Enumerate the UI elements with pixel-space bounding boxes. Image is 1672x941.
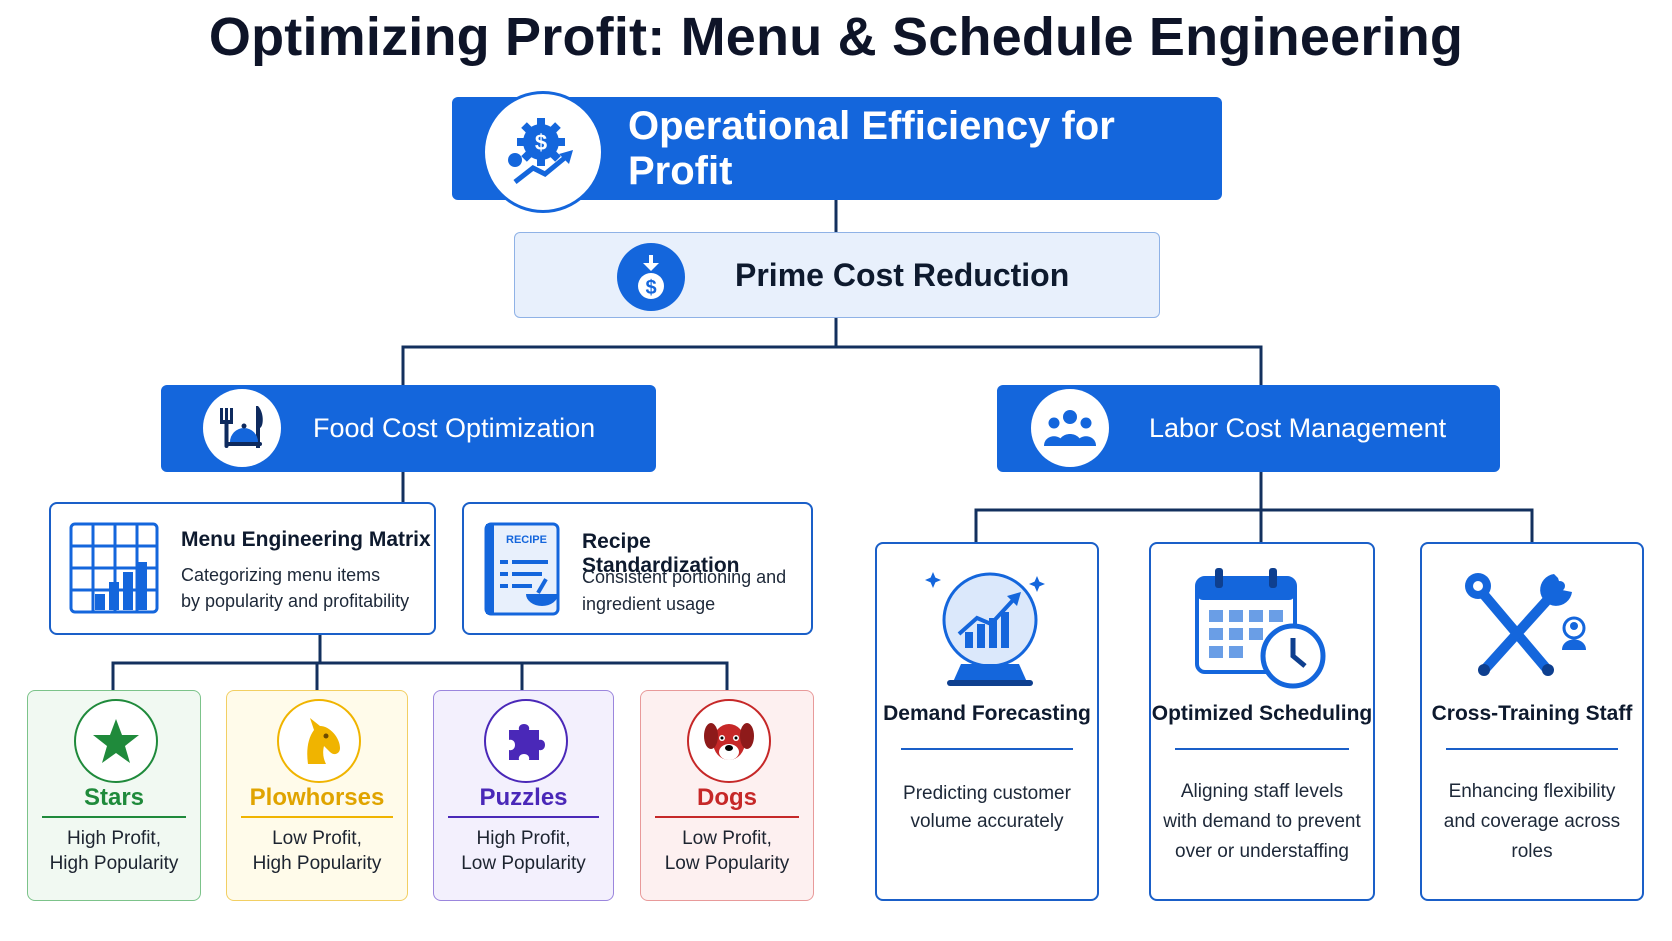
cross-training-staff-line2: and coverage across <box>1443 811 1621 832</box>
recipe-standardization-desc-line1: Consistent portioning and <box>582 567 787 587</box>
quadrant-dogs-desc: Low Profit, Low Popularity <box>641 826 813 876</box>
food-cost-node: Food Cost Optimization <box>161 385 656 472</box>
quadrant-stars-name: Stars <box>83 784 145 811</box>
optimized-scheduling-line1: Aligning staff levels <box>1180 781 1344 802</box>
dollar-bag-down-icon: $ <box>617 243 685 311</box>
quadrant-puzzles-name: Puzzles <box>479 784 568 811</box>
optimized-scheduling-title: Optimized Scheduling <box>1151 702 1373 725</box>
quadrant-plowhorses-card: Plowhorses Low Profit, High Popularity <box>226 690 408 901</box>
optimized-scheduling-line3: over or understaffing <box>1175 841 1349 862</box>
quadrant-puzzles-line2: Low Popularity <box>461 853 586 874</box>
quadrant-dogs-card: Dogs Low Profit, Low Popularity <box>640 690 814 901</box>
quadrant-stars-line1: High Profit, <box>67 828 161 849</box>
demand-forecasting-line2: volume accurately <box>910 811 1064 832</box>
cross-training-staff-title: Cross-Training Staff <box>1431 702 1633 725</box>
team-people-icon <box>1031 389 1109 467</box>
labor-cost-node: Labor Cost Management <box>997 385 1500 472</box>
quadrant-puzzles-desc: High Profit, Low Popularity <box>434 826 613 876</box>
matrix-chart-icon <box>69 522 161 621</box>
menu-engineering-matrix-desc-line1: Categorizing menu items <box>181 565 381 585</box>
menu-engineering-matrix-desc-line2: by popularity and profitability <box>181 591 410 611</box>
quadrant-puzzles-line1: High Profit, <box>476 828 571 849</box>
cross-training-staff-line3: roles <box>1511 841 1553 862</box>
crystal-ball-chart-icon <box>925 568 1055 693</box>
recipe-standardization-card: RECIPE Recipe Standardization Consistent… <box>462 502 813 635</box>
optimized-scheduling-card: Optimized Scheduling Aligning staff leve… <box>1149 542 1375 901</box>
quadrant-plowhorses-name: Plowhorses <box>249 784 385 811</box>
root-label: Operational Efficiency for Profit <box>628 103 1115 193</box>
page-title: Optimizing Profit: Menu & Schedule Engin… <box>208 7 1464 67</box>
dining-cutlery-icon <box>203 389 281 467</box>
recipe-standardization-desc-line2: ingredient usage <box>582 594 716 614</box>
menu-engineering-matrix-card: Menu Engineering Matrix Categorizing men… <box>49 502 436 635</box>
quadrant-plowhorses-desc: Low Profit, High Popularity <box>227 826 407 876</box>
quadrant-plowhorses-line1: Low Profit, <box>272 828 362 849</box>
recipe-badge: RECIPE <box>506 534 547 546</box>
svg-text:$: $ <box>535 130 547 155</box>
cross-training-staff-card: Cross-Training Staff Enhancing flexibili… <box>1420 542 1644 901</box>
quadrant-dogs-line1: Low Profit, <box>682 828 772 849</box>
quadrant-dogs-name: Dogs <box>697 784 757 811</box>
demand-forecasting-card: Demand Forecasting Predicting customer v… <box>875 542 1099 901</box>
prime-cost-node: $ Prime Cost Reduction <box>514 232 1160 318</box>
quadrant-stars-card: Stars High Profit, High Popularity <box>27 690 201 901</box>
wrench-tools-icon <box>1464 570 1594 685</box>
quadrant-stars-desc: High Profit, High Popularity <box>28 826 200 876</box>
menu-engineering-matrix-title: Menu Engineering Matrix <box>181 528 431 551</box>
food-cost-label: Food Cost Optimization <box>313 413 596 443</box>
quadrant-stars-line2: High Popularity <box>49 853 179 874</box>
quadrant-plowhorses-line2: High Popularity <box>252 853 382 874</box>
root-node: $ Operational Efficiency for Profit <box>452 91 1222 213</box>
puzzle-piece-icon <box>483 699 568 783</box>
labor-cost-label: Labor Cost Management <box>1149 413 1447 443</box>
cross-training-staff-line1: Enhancing flexibility <box>1448 781 1616 802</box>
dollar-gear-growth-icon: $ <box>482 91 604 213</box>
prime-cost-label: Prime Cost Reduction <box>735 256 1070 293</box>
horse-icon <box>277 699 361 783</box>
recipe-standardization-title: Recipe Standardization <box>582 530 740 577</box>
star-icon <box>74 699 158 783</box>
quadrant-dogs-line2: Low Popularity <box>664 853 790 874</box>
quadrant-puzzles-card: Puzzles High Profit, Low Popularity <box>433 690 614 901</box>
demand-forecasting-line1: Predicting customer <box>903 783 1071 804</box>
demand-forecasting-title: Demand Forecasting <box>883 702 1091 725</box>
optimized-scheduling-line2: with demand to prevent <box>1163 811 1361 832</box>
dog-icon <box>687 699 771 783</box>
recipe-book-icon: RECIPE <box>482 520 564 618</box>
calendar-clock-icon <box>1195 566 1327 695</box>
svg-text:$: $ <box>645 277 656 299</box>
